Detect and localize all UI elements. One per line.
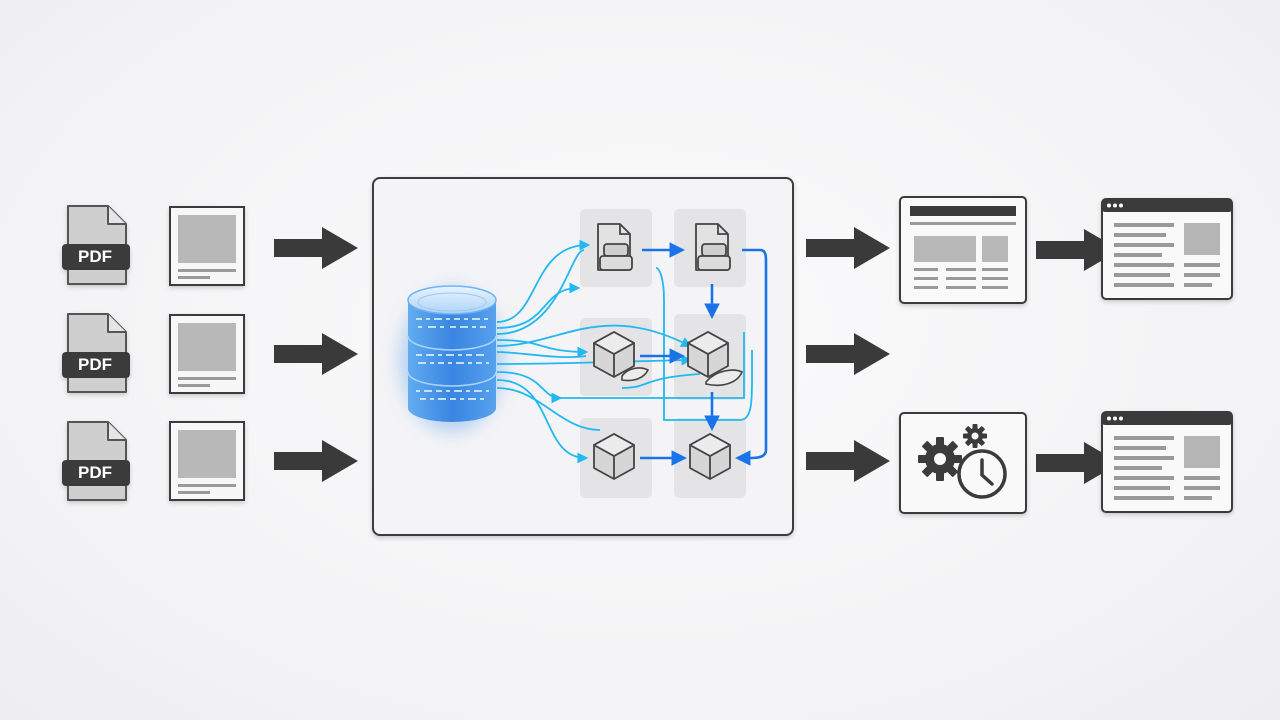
pdf-badge-label: PDF [78, 355, 112, 374]
pdf-file-icon [61, 313, 131, 393]
node-edges [640, 242, 768, 466]
cube-node-icon [593, 433, 635, 480]
database-cylinder-icon [407, 285, 497, 422]
browser-window-icon [1101, 198, 1233, 300]
output-arrow [806, 227, 890, 269]
pdf-badge-label: PDF [78, 247, 112, 266]
page-thumbnail-icon [169, 421, 245, 501]
document-node-icon [695, 223, 731, 271]
pdf-file-icon [61, 421, 131, 501]
document-node-icon [597, 223, 633, 271]
page-thumbnail-icon [169, 206, 245, 286]
input-arrow [274, 440, 358, 482]
report-layout-icon [899, 196, 1027, 304]
pdf-badge-label: PDF [78, 463, 112, 482]
output-arrow [806, 333, 890, 375]
gears-clock-icon [899, 412, 1027, 514]
input-arrow [274, 227, 358, 269]
output-arrow [806, 440, 890, 482]
cube-node-with-tray [593, 331, 650, 382]
pdf-file-icon [61, 205, 131, 285]
pdf-input-2: PDF [61, 313, 131, 393]
pdf-input-1: PDF [61, 205, 131, 285]
data-flow-lines [496, 239, 753, 464]
browser-window-icon [1101, 411, 1233, 513]
cube-node-with-tray [687, 331, 744, 387]
cube-node-icon [689, 433, 731, 480]
cube-node-icon [687, 331, 729, 378]
page-thumbnail-icon [169, 314, 245, 394]
pdf-input-3: PDF [61, 421, 131, 501]
input-arrow [274, 333, 358, 375]
